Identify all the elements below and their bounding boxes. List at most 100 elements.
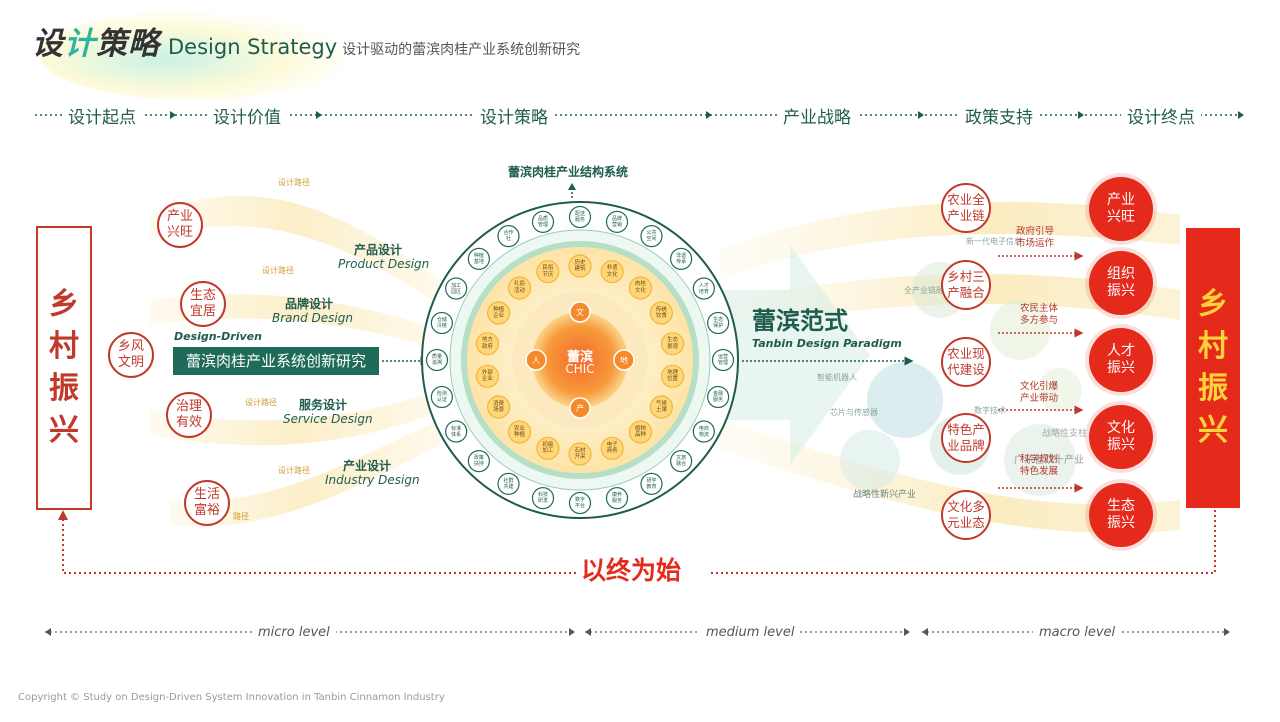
- inner-ring-node: [536, 436, 560, 460]
- outer-ring-node-label: 研学 教育: [646, 477, 657, 490]
- paradigm-arrow-shape: [700, 245, 870, 465]
- page-subtitle: 设计驱动的蕾滨肉桂产业系统创新研究: [342, 42, 581, 58]
- policy-scientific-planning: 科学规划 特色发展: [1020, 454, 1059, 477]
- outer-ring-node: [430, 385, 453, 409]
- inner-ring-node: [475, 332, 500, 356]
- inner-ring-node-label: 传统 饮食: [655, 306, 667, 320]
- inner-ring-node-label: 消费 场景: [493, 400, 505, 414]
- outer-ring-node-label: 社群 共建: [503, 477, 514, 490]
- outer-ring-node-label: 数字 平台: [574, 497, 585, 509]
- ghost-text: 新一代电子信息: [966, 237, 1022, 246]
- outer-ring-node: [497, 225, 520, 248]
- end-culture-revitalization: 文化 振兴: [1089, 405, 1153, 469]
- loop-line: [62, 510, 1216, 574]
- inner-ring-node: [660, 364, 685, 388]
- ghost-text: 数字技术: [974, 406, 1006, 415]
- inner-ring-node: [507, 420, 532, 444]
- inner-ring-node: [486, 301, 511, 325]
- outer-ring-node: [640, 472, 663, 495]
- quadrant-node-label: 产: [576, 403, 584, 413]
- outer-ring-node-label: 加工 园区: [451, 282, 462, 295]
- path-label: 设计路径: [278, 466, 310, 475]
- inner-ring-node-label: 历史 建筑: [574, 259, 586, 273]
- inner-ring-node-label: 地方 政府: [481, 337, 493, 350]
- outer-ring-node-label: 品牌 营销: [611, 215, 622, 228]
- strategy-cultural-formats: 文化多 元业态: [941, 490, 991, 540]
- strategy-three-industries: 乡村三 产融合: [941, 260, 991, 310]
- page-title-en: Design Strategy: [168, 35, 338, 59]
- wheel-title: 蕾滨肉桂产业结构系统: [508, 165, 629, 179]
- goal-industry-prosperity: 产业 兴旺: [157, 202, 203, 248]
- industry-design-cn: 产业设计: [343, 459, 392, 473]
- outer-ring-node-label: 检测 认证: [436, 391, 447, 403]
- outer-ring-node: [445, 420, 468, 443]
- level-medium: medium level: [700, 625, 801, 640]
- outer-ring-node-label: 生态 保护: [713, 316, 724, 329]
- wheel-core: [532, 312, 628, 408]
- inner-ring-node-label: 气候 土壤: [655, 400, 667, 414]
- outer-ring-node: [711, 348, 735, 372]
- goal-effective-governance: 治理 有效: [166, 392, 212, 438]
- inner-ring-node: [475, 364, 500, 388]
- outer-ring-node-label: 康养 服务: [611, 492, 622, 505]
- outer-ring-node-label: 政策 扶持: [473, 455, 484, 468]
- stage-design-strategy: 设计策略: [474, 103, 554, 128]
- title-glow: [40, 10, 350, 100]
- inner-ring-node-label: 种植 企业: [493, 306, 505, 320]
- inner-ring-node-label: 农业 种植: [514, 425, 526, 439]
- product-design-cn: 产品设计: [354, 243, 403, 257]
- path-label: 设计路径: [262, 266, 294, 275]
- ghost-text: 战略性新兴产业: [853, 490, 917, 500]
- goal-prosperous-life: 生活 富裕: [184, 480, 230, 526]
- inner-ring-node: [649, 395, 674, 419]
- policy-farmer-subject: 农民主体 多方参与: [1020, 303, 1059, 326]
- stage-design-start: 设计起点: [62, 103, 142, 128]
- inner-ring-node-label: 非遗 文化: [606, 265, 618, 278]
- inner-ring-node-label: 初级 加工: [542, 441, 554, 455]
- page-title: 设计策略: [32, 26, 160, 62]
- wheel-center-cn: 蕾滨: [566, 350, 593, 365]
- outer-ring-node: [568, 491, 592, 515]
- outer-ring-node: [497, 472, 520, 495]
- inner-ring-node-label: 地理 位置: [667, 369, 679, 383]
- quadrant-node: [613, 349, 635, 371]
- outer-ring-node: [605, 210, 629, 233]
- outer-ring-node: [707, 385, 730, 409]
- ghost-text: 战略性支柱: [1042, 429, 1088, 439]
- outer-ring-node: [605, 487, 629, 510]
- outer-ring-node-label: 金融 服务: [713, 391, 724, 403]
- outer-ring-node: [425, 348, 449, 372]
- service-design-cn: 服务设计: [299, 398, 348, 412]
- inner-ring-node: [628, 276, 653, 300]
- outer-ring-node-label: 人才 培育: [698, 282, 709, 295]
- outer-ring-node-label: 品质 管理: [537, 215, 548, 228]
- inner-ring-node-label: 石材 开采: [574, 447, 586, 461]
- outer-ring-node-label: 文旅 融合: [676, 455, 687, 468]
- stage-design-value: 设计价值: [207, 103, 287, 128]
- outer-ring-node-label: 种植 基地: [473, 252, 484, 265]
- ghost-text: 智能机器人: [817, 373, 857, 382]
- inner-ring-node-label: 外部 企业: [481, 369, 493, 383]
- inner-ring-node: [507, 276, 532, 300]
- outer-ring-node: [670, 247, 693, 270]
- copyright: Copyright © Study on Design-Driven Syste…: [18, 692, 445, 703]
- outer-ring-node-label: 质量 追溯: [431, 354, 442, 366]
- inner-ring-node-label: 礼俗 活动: [514, 281, 526, 294]
- outer-ring-node: [531, 210, 555, 233]
- outer-ring-node: [531, 487, 555, 510]
- stage-policy-support: 政策支持: [959, 103, 1039, 128]
- outer-ring-node-label: 仓储 冷链: [436, 316, 447, 329]
- inner-ring-node-label: 生态 景观: [667, 337, 679, 350]
- strategy-modern-agriculture: 农业现 代建设: [941, 337, 991, 387]
- outer-ring-node-label: 科技 研发: [537, 492, 548, 505]
- service-design-en: Service Design: [283, 412, 373, 426]
- quadrant-node-label: 人: [532, 356, 540, 365]
- industry-design-en: Industry Design: [325, 473, 420, 487]
- policy-culture-driven: 文化引爆 产业带动: [1020, 381, 1059, 404]
- outer-ring-node-label: 非遗 传承: [676, 252, 687, 265]
- ghost-text: 广东省双十产业: [1014, 455, 1084, 466]
- research-box: 蕾滨肉桂产业系统创新研究: [173, 347, 379, 375]
- outer-ring-node-label: 运营 管理: [717, 354, 728, 366]
- outer-ring-node: [568, 205, 592, 229]
